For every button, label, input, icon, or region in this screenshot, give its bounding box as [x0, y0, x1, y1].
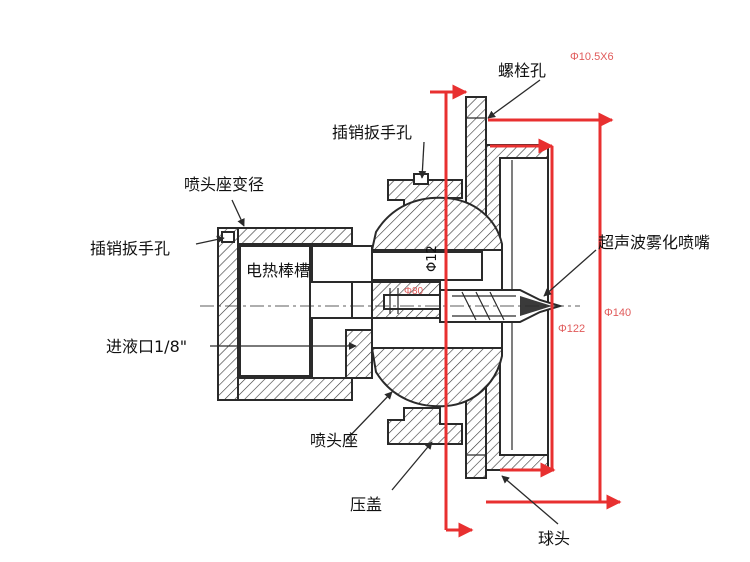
- leader-nozzle-seat: [345, 391, 393, 441]
- label-pin-wrench-hole-left: 插销扳手孔: [90, 239, 170, 258]
- leader-nozzle: [543, 249, 597, 297]
- label-gland: 压盖: [350, 495, 382, 514]
- label-bolt-hole: 螺栓孔: [498, 61, 546, 80]
- dim-12: Φ12: [425, 245, 440, 272]
- leader-bolt-hole: [487, 79, 541, 119]
- leader-lines: [195, 79, 597, 525]
- label-nozzle-seat: 喷头座: [310, 431, 358, 450]
- dim-140: Φ140: [604, 307, 631, 319]
- label-heater-slot: 电热棒槽: [246, 261, 310, 280]
- leader-pin-wrench-left: [195, 235, 225, 245]
- dimension-arrows: [430, 84, 622, 538]
- dim-80: Φ80: [404, 286, 424, 297]
- ball-head-sphere: [370, 196, 503, 408]
- nozzle-seat-body: [217, 227, 373, 401]
- leader-pin-wrench-top: [418, 141, 427, 179]
- leader-ball-head: [501, 475, 559, 525]
- leader-gland: [391, 441, 433, 491]
- leader-reducer: [231, 199, 245, 227]
- label-inlet: 进液口1/8": [106, 337, 187, 356]
- label-nozzle-seat-reducer: 喷头座变径: [184, 175, 264, 194]
- dim-122: Φ122: [558, 323, 585, 335]
- label-ultrasonic-nozzle: 超声波雾化喷嘴: [598, 233, 710, 252]
- label-ball-head: 球头: [538, 529, 570, 548]
- dim-bolt-spec: Φ10.5X6: [570, 51, 614, 63]
- label-pin-wrench-hole-top: 插销扳手孔: [332, 123, 412, 142]
